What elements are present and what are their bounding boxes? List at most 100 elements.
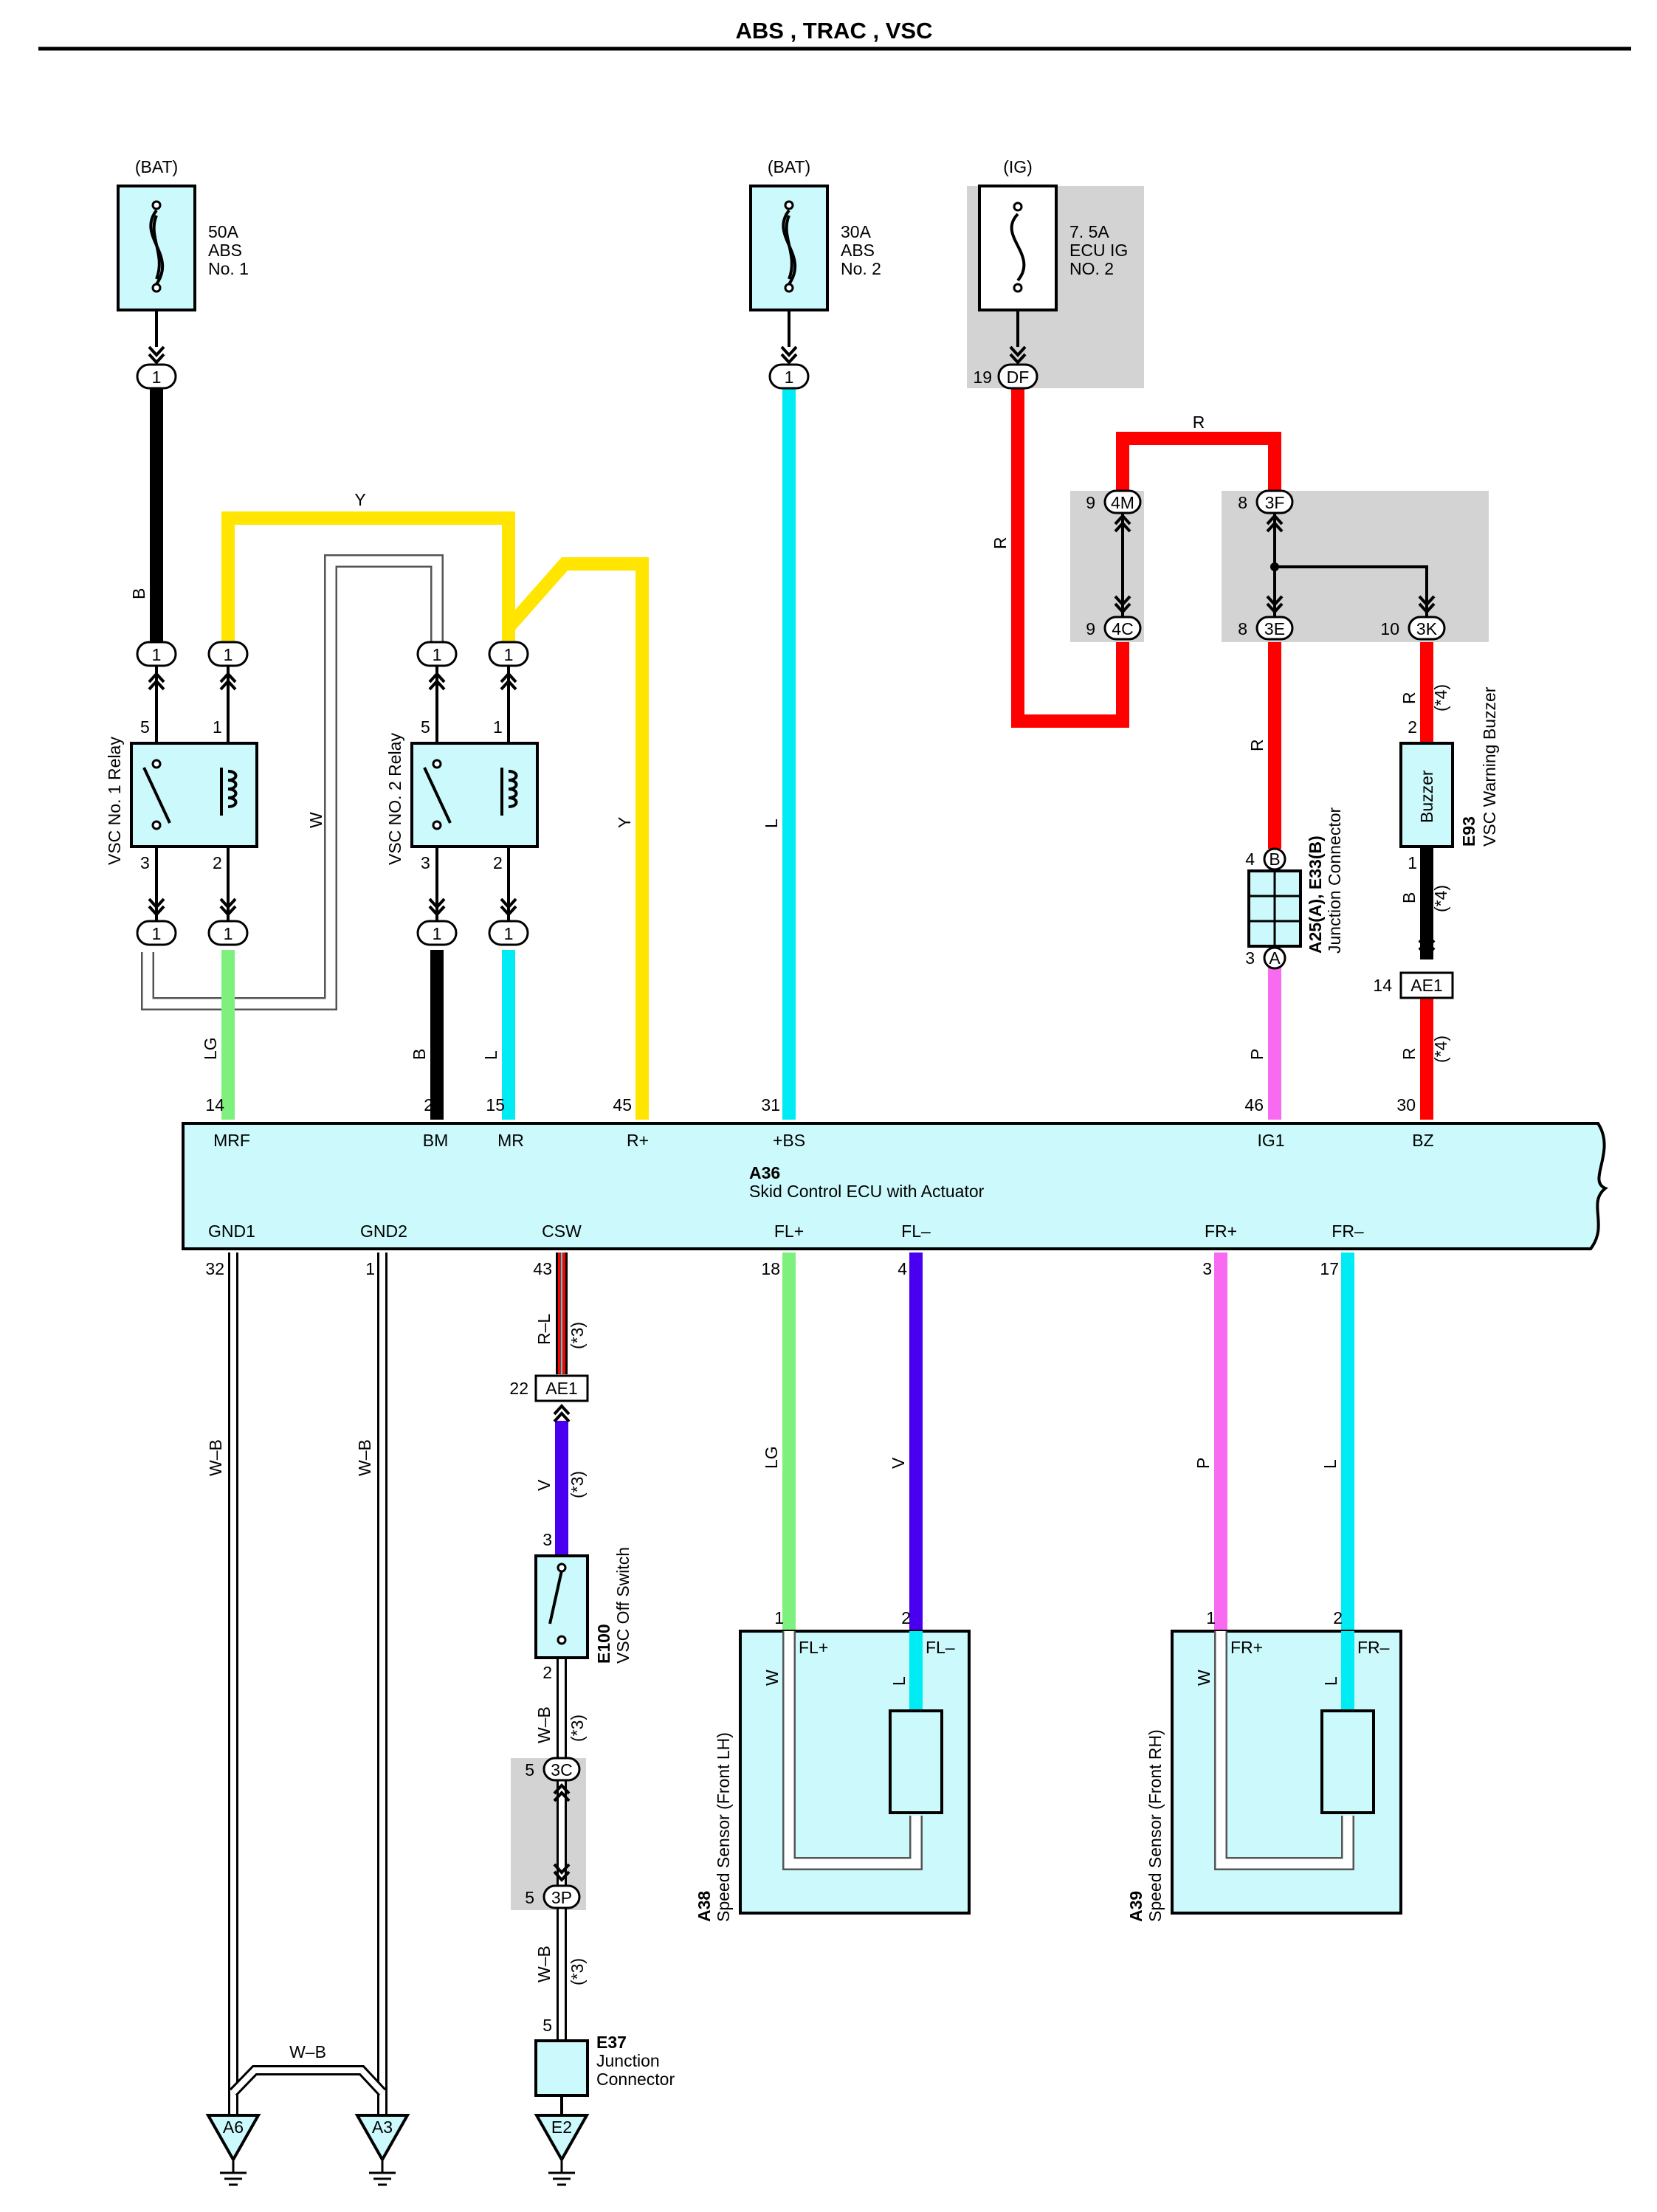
ecu-pin-30-num: 30 <box>1396 1095 1416 1114</box>
conn-r1-a-label: 1 <box>152 645 162 664</box>
wl-l-fr: L <box>1320 1459 1340 1469</box>
junction-3e-pin: 8 <box>1238 619 1247 638</box>
fuse-bat1-arrow <box>148 345 165 364</box>
ecu-pin-gnd1: GND1 <box>208 1222 255 1241</box>
sensor-rh-term1: FR+ <box>1230 1638 1263 1657</box>
vsc-switch-name: VSC Off Switch <box>613 1547 633 1664</box>
fuse-bat2-source: (BAT) <box>768 157 810 176</box>
sensor-lh-term2: FL– <box>926 1638 955 1657</box>
fuse-bat1: (BAT) 50A ABS No. 1 <box>117 157 249 347</box>
junction-connector-a25: B 4 A 3 A25(A), E33(B) Junction Connecto… <box>1245 807 1344 970</box>
wire-y-loop <box>221 511 515 648</box>
buzzer-name: VSC Warning Buzzer <box>1480 686 1499 847</box>
junction-3c-id: 3C <box>551 1760 572 1779</box>
ae1-top-pin: 14 <box>1373 976 1392 995</box>
fuse-bat1-rating: 50A <box>208 222 239 241</box>
a25-a-label: A <box>1269 948 1281 968</box>
wl-sensor-lh-w: W <box>762 1670 782 1686</box>
ecu-pin-frplus: FR+ <box>1205 1222 1237 1241</box>
fuse-bat2: (BAT) 30A ABS No. 2 <box>749 157 881 347</box>
ecu-pin-1-num: 1 <box>365 1259 375 1278</box>
fuse-ig-rating: 7. 5A <box>1069 222 1109 241</box>
ae1-bottom-arrow <box>553 1405 571 1423</box>
sensor-rh-name: Speed Sensor (Front RH) <box>1146 1729 1165 1922</box>
conn-r1-b: 1 <box>207 641 249 667</box>
wl-r-3e: R <box>1247 739 1267 751</box>
wl-lg-mrf: LG <box>201 1037 220 1060</box>
ae1-top-box <box>1399 971 1454 999</box>
wl-l-mr: L <box>481 1050 500 1060</box>
ground-e2-label: E2 <box>551 2118 572 2137</box>
ecu-pin-43-num: 43 <box>533 1259 552 1278</box>
relay-vsc-1-pin2: 2 <box>213 853 222 872</box>
ecu-pin-17-num: 17 <box>1320 1259 1339 1278</box>
wl-r-ig: R <box>991 537 1010 549</box>
buzzer-pin1: 1 <box>1408 853 1417 872</box>
junction-3c-pin: 5 <box>525 1760 534 1779</box>
junction-3c-3p: 3C 5 3P 5 <box>525 1757 581 1909</box>
speed-sensor-lh: 1 2 FL+ FL– W L A38 Speed Sensor (Front … <box>695 1608 971 1922</box>
junction-4m: 4M9 <box>1086 489 1142 514</box>
wl-sensor-rh-l: L <box>1321 1676 1340 1686</box>
wl-y1: Y <box>354 490 365 509</box>
ecu-box <box>182 1122 1608 1250</box>
junction-3e: 3E 8 <box>1238 616 1294 641</box>
wl-wb-3p: W–B <box>534 1946 554 1982</box>
ground-e2: E2 <box>534 2114 590 2186</box>
wl-b-buzzer: B <box>1399 892 1419 903</box>
junction-connector-e37: 5 E37 Junction Connector <box>534 2016 675 2097</box>
fuse-ig: (IG) 7. 5A ECU IG NO. 2 <box>978 157 1128 347</box>
wl-r-top: R <box>1193 413 1205 432</box>
wl-y2: Y <box>615 817 634 828</box>
wire-wb-link-out <box>229 2065 387 2096</box>
ecu-pin-flminus: FL– <box>901 1222 931 1241</box>
buzzer-label: Buzzer <box>1417 770 1436 823</box>
fuse-bat1-source: (BAT) <box>135 157 178 176</box>
wl-wb-gnd1: W–B <box>206 1439 225 1476</box>
sensor-lh-coil <box>889 1709 943 1814</box>
connector-ae1-bottom: AE1 22 <box>509 1374 589 1402</box>
relay-vsc-2-pin2: 2 <box>493 853 503 872</box>
relay-vsc-1-coil <box>227 770 238 808</box>
ecu-pin-mr: MR <box>497 1131 524 1150</box>
wl-l-bs: L <box>762 819 781 828</box>
fuse-ig-name1: ECU IG <box>1069 241 1128 260</box>
ecu-pin-frminus: FR– <box>1332 1222 1364 1241</box>
conn-df-pin: 19 <box>973 368 992 387</box>
relay-vsc-2-coil <box>508 770 518 808</box>
junction-3e-id: 3E <box>1264 619 1285 638</box>
conn-bat2: 1 <box>768 363 810 390</box>
vsc-switch-pin3: 3 <box>542 1530 552 1549</box>
conn-r2-a-label: 1 <box>433 645 442 664</box>
fuse-bat2-name1: ABS <box>841 241 875 260</box>
fuse-ig-name2: NO. 2 <box>1069 259 1114 278</box>
note-3a: (*3) <box>568 1322 587 1349</box>
speed-sensor-rh: 1 2 FR+ FR– W L A39 Speed Sensor (Front … <box>1126 1608 1402 1922</box>
ground-a6-label: A6 <box>223 2118 244 2137</box>
fuse-bat2-arrow <box>780 345 798 364</box>
junction-3p-id: 3P <box>551 1888 572 1907</box>
note-3d: (*3) <box>568 1958 587 1985</box>
sensor-rh-pin2: 2 <box>1333 1608 1343 1627</box>
fuse-bat2-name2: No. 2 <box>841 259 881 278</box>
junction-4m-id: 4M <box>1111 493 1134 512</box>
wl-wb-sw: W–B <box>534 1706 554 1743</box>
ae1-bottom-pin: 22 <box>509 1379 528 1398</box>
junction-3c <box>542 1757 581 1782</box>
relay-vsc-2-pin5: 5 <box>421 717 430 737</box>
wl-r-buzzer: R <box>1399 692 1419 704</box>
relay-vsc-1-pin1: 1 <box>213 717 222 737</box>
fuse-bat1-name1: ABS <box>208 241 242 260</box>
conn-bat1: 1 <box>136 363 177 390</box>
wl-p-ig1: P <box>1247 1049 1267 1060</box>
junction-4c-id: 4C <box>1112 619 1133 638</box>
conn-r1-b-label: 1 <box>224 645 233 664</box>
ae1-bottom-box <box>534 1374 589 1402</box>
grounds: A6 A3 E2 <box>205 2114 590 2186</box>
wl-v-fl: V <box>889 1457 908 1469</box>
conn-bat2-label: 1 <box>785 368 794 387</box>
wl-r-bz: R <box>1399 1047 1419 1060</box>
ecu-pin-14-num: 14 <box>205 1095 224 1114</box>
